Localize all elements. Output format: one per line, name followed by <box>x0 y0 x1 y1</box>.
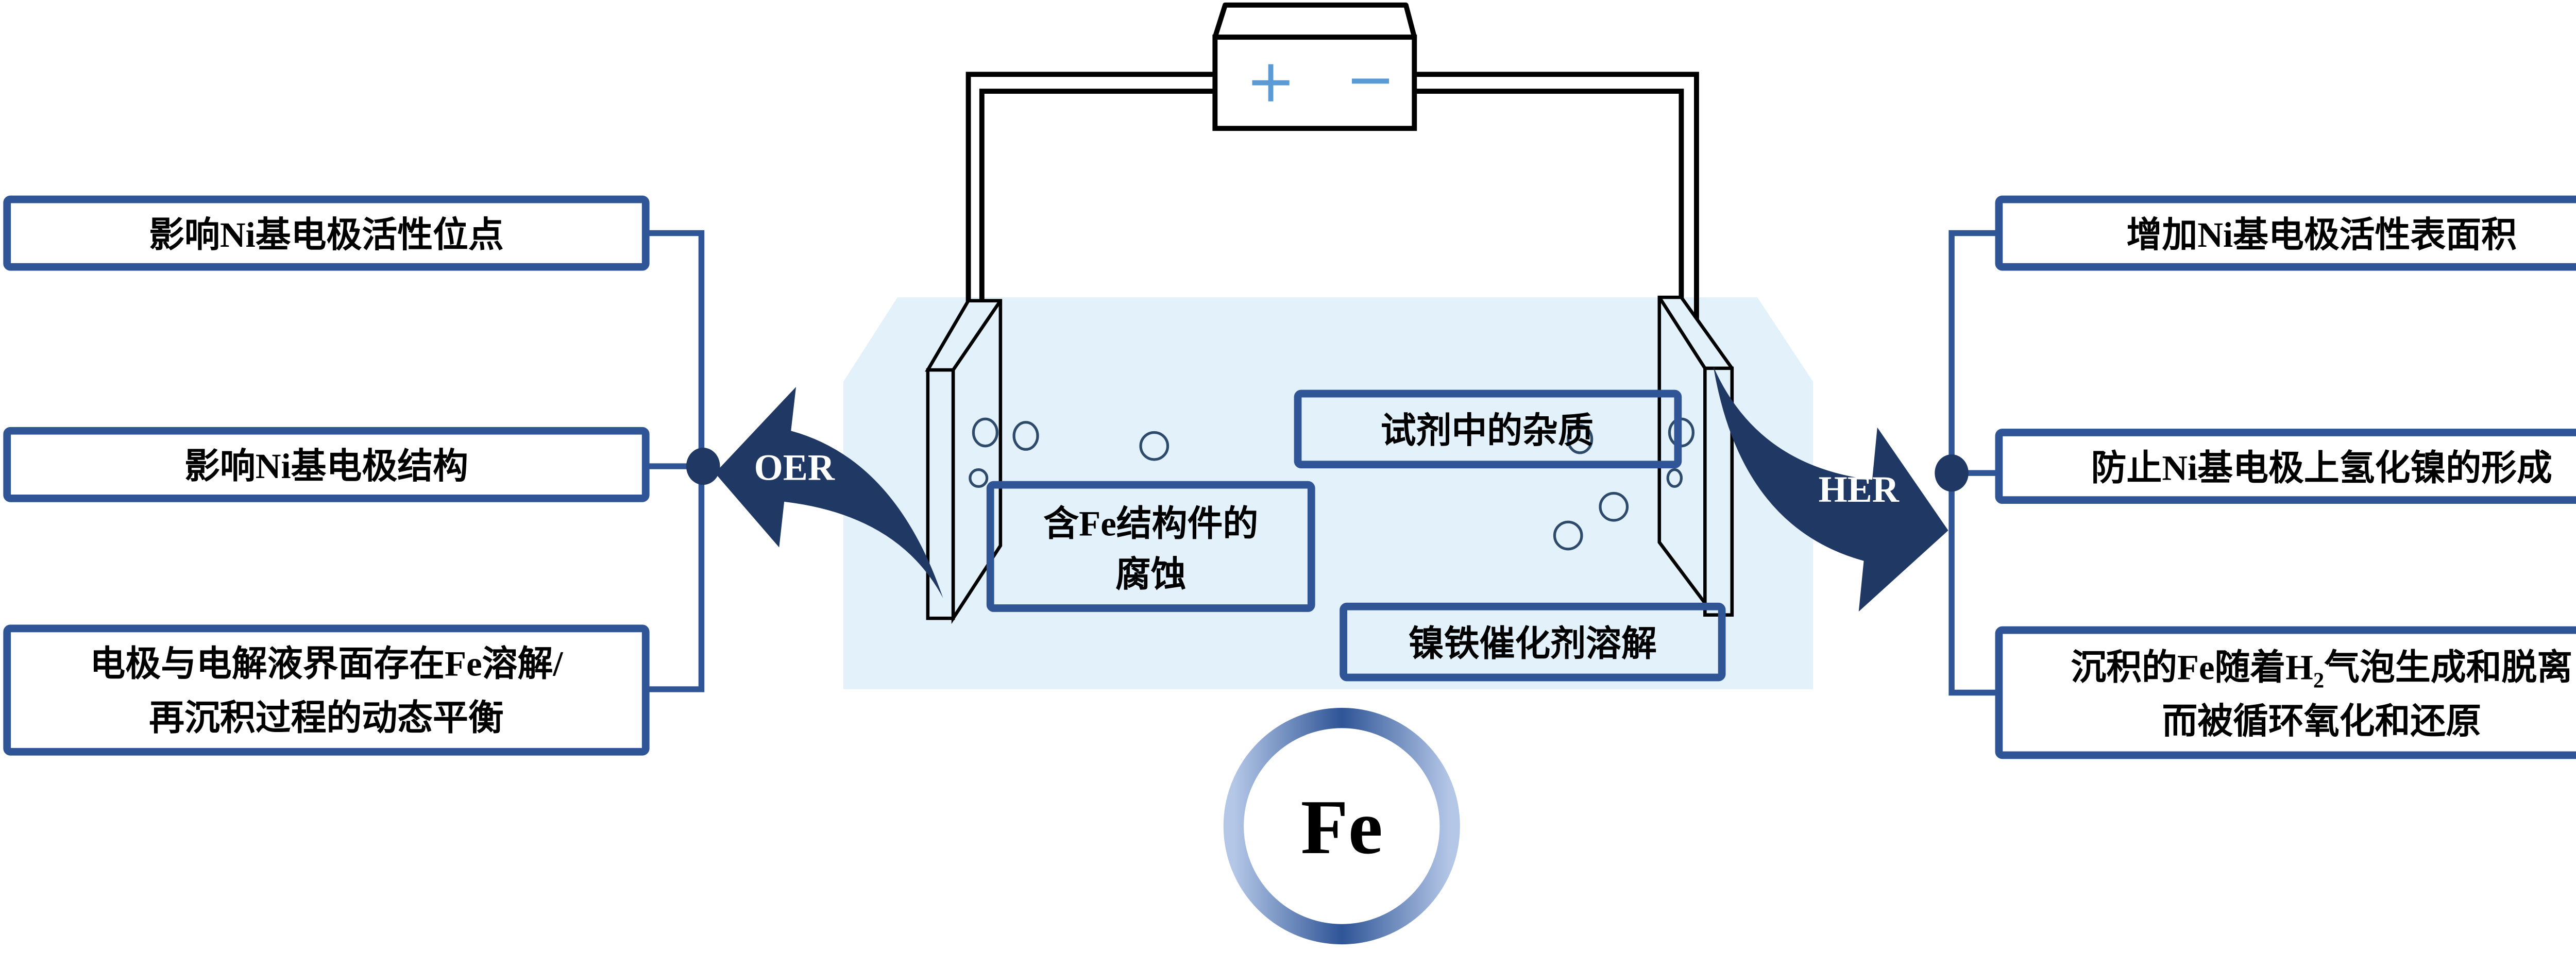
her-arrow: HER <box>1713 366 1948 612</box>
catalyst-dissolution-label: 镍铁催化剂溶解 <box>1409 624 1657 663</box>
fe-corrosion-box: 含Fe结构件的 腐蚀 <box>986 481 1315 612</box>
right-box-redox-cycle: 沉积的Fe随着H2气泡生成和脱离 而被循环氧化和还原 <box>1995 626 2576 759</box>
oer-arrow: OER <box>715 386 943 598</box>
fe-corrosion-label-line2: 腐蚀 <box>1115 555 1187 594</box>
oer-label: OER <box>754 447 835 488</box>
left-box-active-sites: 影响Ni基电极活性位点 <box>3 195 650 271</box>
her-connector <box>1935 230 1999 696</box>
left-box-dynamic-equilibrium: 电极与电解液界面存在Fe溶解/ 再沉积过程的动态平衡 <box>3 624 650 756</box>
circuit-wires <box>965 72 1699 321</box>
power-source <box>1212 2 1417 131</box>
impurities-box: 试剂中的杂质 <box>1294 389 1682 469</box>
impurities-label: 试剂中的杂质 <box>1381 411 1594 450</box>
fe-element-badge: Fe <box>1223 707 1460 945</box>
catalyst-dissolution-box: 镍铁催化剂溶解 <box>1340 602 1726 682</box>
fe-label: Fe <box>1301 784 1383 870</box>
left-box-dynamic-equilibrium-line2: 再沉积过程的动态平衡 <box>149 699 504 738</box>
oer-connector <box>647 230 720 692</box>
left-box-active-sites-label: 影响Ni基电极活性位点 <box>149 215 504 254</box>
right-box-surface-area-label: 增加Ni基电极活性表面积 <box>2127 215 2517 254</box>
anode-electrode <box>925 299 1003 624</box>
gas-bubbles <box>969 417 1694 551</box>
right-box-surface-area: 增加Ni基电极活性表面积 <box>1995 195 2576 271</box>
right-box-redox-cycle-line2: 而被循环氧化和还原 <box>2162 702 2481 741</box>
her-label: HER <box>1819 469 1900 510</box>
left-box-dynamic-equilibrium-line1: 电极与电解液界面存在Fe溶解/ <box>90 644 563 684</box>
right-box-redox-cycle-line1: 沉积的Fe随着H2气泡生成和脱离 <box>2071 648 2572 692</box>
left-box-structure: 影响Ni基电极结构 <box>3 427 650 502</box>
fe-corrosion-label-line1: 含Fe结构件的 <box>1043 504 1258 544</box>
plus-icon <box>1252 64 1290 101</box>
right-box-nickel-hydride: 防止Ni基电极上氢化镍的形成 <box>1995 429 2576 504</box>
right-box-nickel-hydride-label: 防止Ni基电极上氢化镍的形成 <box>2091 448 2552 487</box>
left-box-structure-label: 影响Ni基电极结构 <box>184 447 468 486</box>
